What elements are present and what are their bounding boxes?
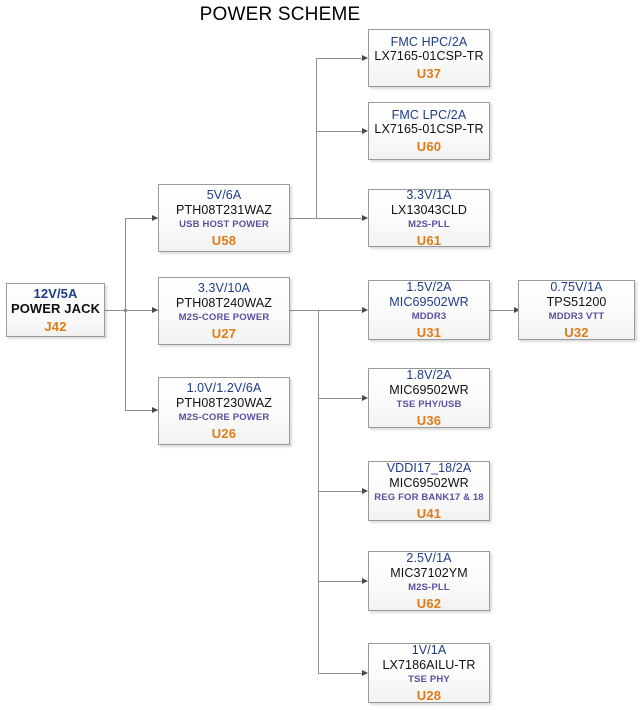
block-load-u37[interactable]: FMC HPC/2A LX7165-01CSP-TR U37	[368, 29, 490, 87]
block-reference-designator: U32	[564, 324, 589, 340]
block-voltage: VDDI17_18/2A	[386, 460, 472, 475]
wire-trunk-left	[125, 218, 126, 410]
block-load-u60[interactable]: FMC LPC/2A LX7165-01CSP-TR U60	[368, 102, 490, 160]
block-reference-designator: J42	[44, 318, 67, 334]
block-reference-designator: U58	[211, 232, 237, 248]
block-reference-designator: U27	[211, 325, 237, 341]
block-function: TSE PHY/USB	[396, 399, 462, 411]
page-title: POWER SCHEME	[199, 4, 361, 25]
wire-to-u37	[316, 58, 366, 59]
block-part-number: LX7165-01CSP-TR	[374, 122, 484, 137]
wire-to-u27	[125, 310, 158, 311]
block-load-u41[interactable]: VDDI17_18/2A MIC69502WR REG FOR BANK17 &…	[368, 461, 490, 521]
block-part-number: PTH08T240WAZ	[176, 295, 272, 310]
arrow-to-u36	[362, 395, 368, 401]
block-voltage: 3.3V/1A	[406, 187, 452, 202]
block-reference-designator: U31	[416, 324, 442, 340]
block-part-number: POWER JACK	[10, 301, 101, 317]
block-load-u28[interactable]: 1V/1A LX7186AILU-TR TSE PHY U28	[368, 643, 490, 703]
arrow-to-u60	[362, 128, 368, 134]
block-part-number: PTH08T231WAZ	[176, 202, 272, 217]
block-voltage: FMC HPC/2A	[390, 34, 468, 49]
block-power-jack-j42[interactable]: 12V/5A POWER JACK J42	[6, 283, 105, 337]
wire-to-u31	[318, 310, 366, 311]
arrow-to-u28	[362, 670, 368, 676]
arrow-to-u32	[514, 307, 520, 313]
block-part-number: LX7165-01CSP-TR	[374, 49, 484, 64]
block-voltage: 2.5V/1A	[406, 550, 452, 565]
arrow-to-u37	[362, 55, 368, 61]
block-reference-designator: U26	[211, 425, 237, 441]
block-reference-designator: U62	[416, 595, 442, 611]
block-voltage: 5V/6A	[206, 187, 242, 202]
block-reference-designator: U28	[416, 687, 442, 703]
block-load-u62[interactable]: 2.5V/1A MIC37102YM M2S-PLL U62	[368, 551, 490, 611]
block-function: M2S-CORE POWER	[178, 312, 270, 324]
block-voltage: FMC LPC/2A	[391, 107, 467, 122]
block-part-number: MIC69502WR	[389, 382, 469, 397]
block-reference-designator: U37	[416, 66, 442, 82]
block-voltage: 1V/1A	[411, 642, 447, 657]
block-voltage: 12V/5A	[33, 286, 78, 301]
wire-to-u58	[125, 218, 158, 219]
block-part-number: MIC37102YM	[390, 565, 468, 580]
arrow-to-u41	[362, 488, 368, 494]
wire-u27-out	[290, 310, 319, 311]
wire-to-u41	[318, 491, 366, 492]
wire-to-u61	[316, 218, 366, 219]
wire-to-u26	[125, 410, 158, 411]
arrow-to-u61	[362, 215, 368, 221]
block-reference-designator: U60	[416, 139, 442, 155]
block-regulator-u27[interactable]: 3.3V/10A PTH08T240WAZ M2S-CORE POWER U27	[158, 277, 290, 345]
block-voltage: 1.8V/2A	[406, 367, 452, 382]
block-function: USB HOST POWER	[179, 219, 269, 231]
arrow-to-u26	[152, 407, 158, 413]
block-function: TSE PHY	[408, 674, 450, 686]
block-load-u31[interactable]: 1.5V/2A MIC69502WR MDDR3 U31	[368, 280, 490, 340]
wire-u58-out	[290, 218, 317, 219]
wire-to-u36	[318, 398, 366, 399]
block-load-u61[interactable]: 3.3V/1A LX13043CLD M2S-PLL U61	[368, 187, 490, 248]
block-voltage: 3.3V/10A	[197, 280, 251, 295]
arrow-to-u58	[152, 215, 158, 221]
wire-source-out	[105, 310, 125, 311]
arrow-to-u27	[152, 307, 158, 313]
block-reference-designator: U41	[416, 505, 442, 521]
wire-to-u28	[318, 673, 366, 674]
arrow-to-u62	[362, 578, 368, 584]
block-part-number: PTH08T230WAZ	[176, 395, 272, 410]
block-load-u32[interactable]: 0.75V/1A TPS51200 MDDR3 VTT U32	[518, 280, 635, 340]
block-part-number: LX13043CLD	[390, 202, 468, 217]
block-regulator-u26[interactable]: 1.0V/1.2V/6A PTH08T230WAZ M2S-CORE POWER…	[158, 377, 290, 445]
block-part-number: MIC69502WR	[389, 475, 469, 490]
block-function: M2S-PLL	[408, 219, 450, 231]
block-voltage: 0.75V/1A	[550, 279, 603, 294]
wire-trunk-5v	[316, 58, 317, 219]
block-load-u36[interactable]: 1.8V/2A MIC69502WR TSE PHY/USB U36	[368, 368, 490, 428]
block-voltage: 1.0V/1.2V/6A	[186, 380, 262, 395]
block-function: MDDR3	[411, 311, 447, 323]
block-function: REG FOR BANK17 & 18	[374, 492, 484, 504]
block-voltage: 1.5V/2A	[406, 279, 452, 294]
block-function: M2S-PLL	[408, 582, 450, 594]
block-part-number: LX7186AILU-TR	[382, 657, 476, 672]
block-part-number: MIC69502WR	[389, 294, 469, 309]
block-function: MDDR3 VTT	[548, 311, 605, 323]
block-part-number: TPS51200	[546, 294, 607, 309]
block-reference-designator: U61	[416, 232, 442, 248]
wire-to-u62	[318, 581, 366, 582]
arrow-to-u31	[362, 307, 368, 313]
wire-u31-to-u32	[490, 310, 518, 311]
wire-to-u60	[316, 131, 366, 132]
block-regulator-u58[interactable]: 5V/6A PTH08T231WAZ USB HOST POWER U58	[158, 184, 290, 252]
block-reference-designator: U36	[416, 412, 442, 428]
block-function: M2S-CORE POWER	[178, 412, 270, 424]
